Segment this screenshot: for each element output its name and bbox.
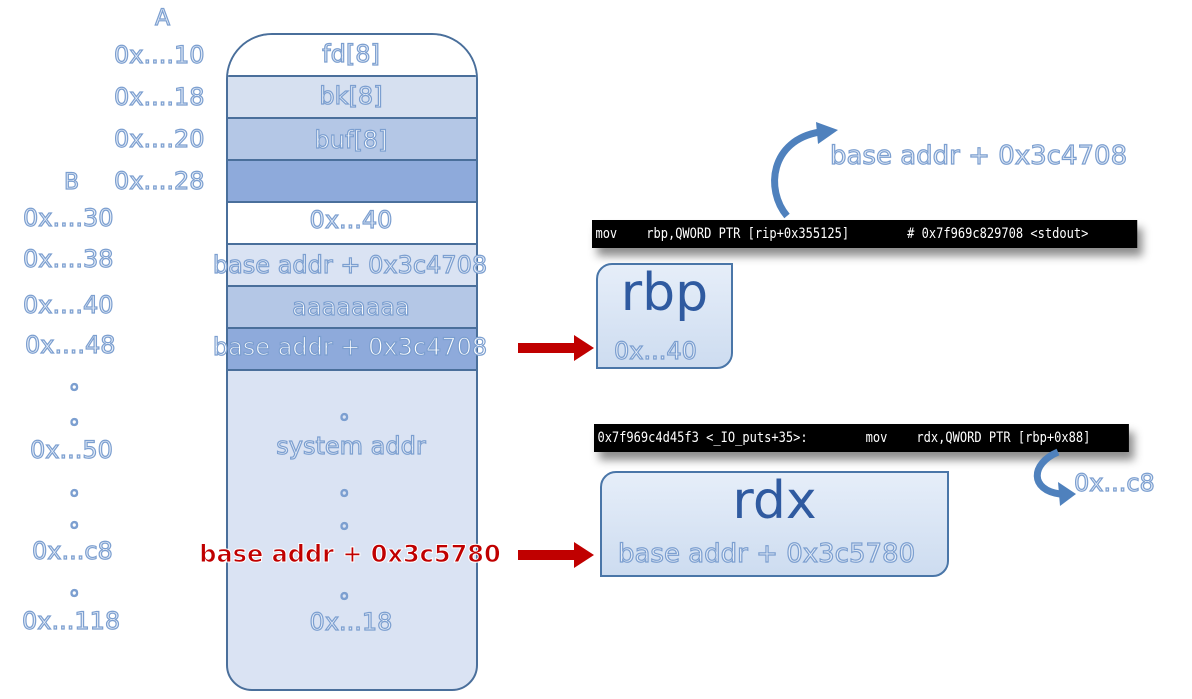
- address-label: 0x....38: [22, 245, 114, 273]
- ellipsis-dot: 。: [339, 579, 362, 604]
- address-label: 0x...c8: [31, 537, 113, 565]
- terminal-line-2: 0x7f969c4d45f3 <_IO_puts+35>: mov rdx,QW…: [594, 424, 1129, 452]
- register-value: 0x...40: [613, 337, 697, 365]
- instruction-op: mov: [595, 226, 618, 242]
- address-label: 0x....30: [22, 204, 114, 232]
- register-name: rdx: [732, 471, 817, 531]
- marker-b: B: [63, 170, 80, 195]
- address-label: 0x....18: [113, 83, 205, 111]
- address-label: 0x....28: [113, 167, 205, 195]
- stack-text: base addr + 0x3c4708: [212, 333, 488, 361]
- ellipsis-dot: 。: [69, 476, 93, 501]
- instruction-args: rdx,QWORD PTR [rbp+0x88]: [916, 430, 1091, 446]
- ellipsis-dot: 。: [339, 400, 362, 425]
- stack-text: bk[8]: [319, 82, 383, 110]
- ellipsis-dot: 。: [69, 405, 93, 430]
- register-name: rbp: [620, 263, 709, 323]
- instruction-op: mov: [865, 430, 888, 446]
- ellipsis-dot: 。: [339, 509, 362, 534]
- rdx-register-box: rdx base addr + 0x3c5780: [600, 471, 949, 577]
- top-note: base addr + 0x3c4708: [829, 141, 1128, 171]
- memory-stack: [226, 33, 478, 691]
- stack-cell-ptr: [228, 203, 476, 245]
- register-value: base addr + 0x3c5780: [617, 539, 916, 569]
- stack-cell-bk: [228, 77, 476, 119]
- terminal-line-1: mov rbp,QWORD PTR [rip+0x355125] # 0x7f9…: [592, 220, 1138, 248]
- stack-text: buf[8]: [314, 126, 388, 154]
- ellipsis-dot: 。: [339, 476, 362, 501]
- ellipsis-dot: 。: [69, 508, 93, 533]
- stack-target-text: base addr + 0x3c5780: [199, 540, 501, 569]
- stack-cell-empty: [228, 161, 476, 203]
- stack-text: 0x...40: [309, 206, 393, 234]
- rbp-register-box: rbp 0x...40: [596, 263, 733, 369]
- stack-cell-padding: [228, 287, 476, 329]
- address-label: 0x....10: [113, 41, 205, 69]
- stack-text: 0x...18: [309, 608, 393, 636]
- curved-arrow-icon: [1033, 448, 1076, 506]
- stack-cell-base2: [228, 329, 476, 371]
- stack-text: fd[8]: [322, 40, 381, 68]
- offset-note: 0x...c8: [1073, 469, 1155, 497]
- stack-cell-fd: [228, 35, 476, 77]
- ellipsis-dot: 。: [69, 576, 93, 601]
- red-arrow-icon: [518, 335, 594, 361]
- stack-cell-base1: [228, 245, 476, 287]
- marker-a: A: [154, 6, 171, 31]
- curved-arrow-icon: [771, 122, 838, 219]
- address-label: 0x....40: [22, 291, 114, 319]
- instruction-addr: 0x7f969c4d45f3 <_IO_puts+35>:: [597, 430, 808, 446]
- red-arrow-icon: [518, 542, 594, 568]
- address-label: 0x....48: [24, 331, 116, 359]
- stack-text: aaaaaaaa: [292, 293, 411, 321]
- address-label: 0x...118: [21, 607, 121, 635]
- instruction-args: rbp,QWORD PTR [rip+0x355125]: [646, 226, 850, 242]
- stack-text: system addr: [276, 432, 427, 460]
- ellipsis-dot: 。: [69, 370, 93, 395]
- stack-cell-buf: [228, 119, 476, 161]
- instruction-comment: # 0x7f969c829708 <stdout>: [907, 226, 1089, 242]
- stack-text: base addr + 0x3c4708: [212, 251, 488, 279]
- address-label: 0x...50: [29, 436, 113, 464]
- address-label: 0x....20: [113, 125, 205, 153]
